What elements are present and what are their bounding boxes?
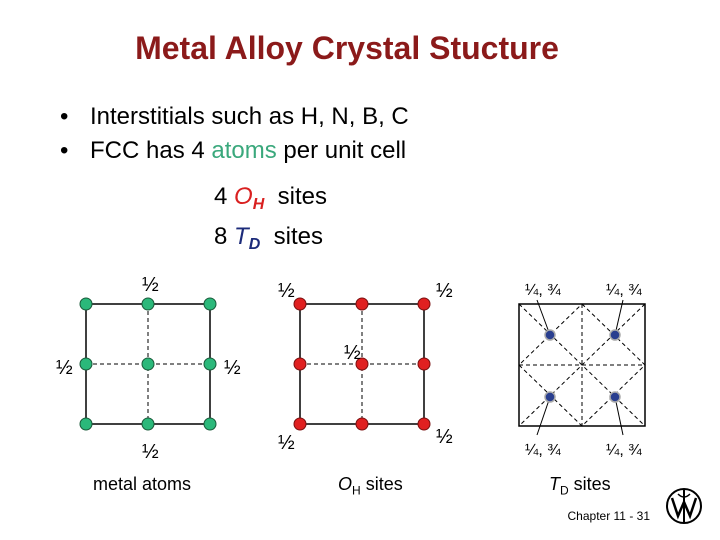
oh-sites-text: sites (277, 183, 327, 210)
caption-oh-symbol: O (338, 474, 353, 494)
university-seal-icon (666, 488, 702, 524)
metal-atoms-diagram: ½ ½ ½ ½ (56, 274, 241, 463)
dashed-diagonal (518, 303, 646, 427)
leader-line (614, 299, 624, 336)
oh-site (417, 417, 431, 431)
oh-site (355, 417, 369, 431)
bullet-text: Interstitials such as H, N, B, C (90, 103, 409, 130)
oh-count-line: 4 OH sites (214, 183, 327, 214)
metal-atom (79, 357, 93, 371)
slide-title: Metal Alloy Crystal Stucture (135, 30, 559, 66)
metal-atom (79, 417, 93, 431)
caption-oh-subscript: H (352, 483, 361, 498)
leader-line (614, 396, 624, 436)
fraction-label: ½ (344, 342, 361, 364)
oh-sites-diagram: ½ ½ ½ ½ ½ (278, 280, 453, 454)
dashed-diamond (518, 303, 646, 427)
td-subscript: D (248, 236, 261, 253)
oh-site (293, 417, 307, 431)
bullet-text: FCC has 4 (90, 137, 212, 164)
metal-atom (203, 357, 217, 371)
oh-site (355, 357, 369, 371)
td-symbol: T (234, 223, 249, 250)
slide-footer: Chapter 11 - 31 (567, 509, 651, 523)
bullet-text-end: per unit cell (276, 137, 407, 164)
fraction-label: ½ (278, 432, 295, 454)
td-fraction-label: ¼, ¾ (525, 442, 561, 459)
oh-site (417, 297, 431, 311)
td-site (609, 391, 621, 403)
metal-atom (141, 297, 155, 311)
fraction-label: ½ (142, 441, 159, 463)
td-sites-diagram: ¼, ¾ ¼, ¾ ¼, ¾ ¼, ¾ (518, 282, 646, 459)
td-fraction-label: ¼, ¾ (525, 282, 561, 299)
td-count: 8 (214, 223, 228, 250)
metal-atom (79, 297, 93, 311)
oh-site (355, 297, 369, 311)
metal-atom (203, 417, 217, 431)
caption-td-subscript: D (560, 483, 569, 498)
bullet-item-fcc: • FCC has 4 atoms per unit cell (60, 134, 409, 168)
caption-td-text: sites (568, 474, 611, 494)
leader-line (536, 299, 551, 336)
leader-line (536, 396, 551, 436)
metal-atom (203, 297, 217, 311)
caption-metal-atoms: metal atoms (93, 474, 192, 494)
bullet-highlight: atoms (211, 137, 277, 164)
oh-site (293, 297, 307, 311)
oh-subscript: H (252, 196, 265, 213)
bullet-list: • Interstitials such as H, N, B, C • FCC… (60, 100, 409, 168)
td-sites-text: sites (273, 223, 323, 250)
oh-count: 4 (214, 183, 228, 210)
td-site (544, 391, 556, 403)
metal-atom (141, 417, 155, 431)
caption-td-sites: TD sites (549, 474, 611, 498)
td-count-line: 8 TD sites (214, 223, 323, 254)
fraction-label: ½ (436, 280, 453, 302)
td-fraction-label: ¼, ¾ (606, 442, 642, 459)
metal-atom (141, 357, 155, 371)
td-site (544, 329, 556, 341)
fraction-label: ½ (142, 274, 159, 296)
oh-site (293, 357, 307, 371)
fraction-label: ½ (224, 357, 241, 379)
oh-symbol: O (234, 183, 253, 210)
td-fraction-label: ¼, ¾ (606, 282, 642, 299)
bullet-marker: • (60, 137, 69, 164)
fraction-label: ½ (436, 426, 453, 448)
fraction-label: ½ (56, 357, 73, 379)
oh-site (417, 357, 431, 371)
caption-td-symbol: T (549, 474, 560, 494)
bullet-item-interstitials: • Interstitials such as H, N, B, C (60, 100, 409, 134)
td-site (609, 329, 621, 341)
caption-oh-sites: OH sites (338, 474, 403, 498)
fraction-label: ½ (278, 280, 295, 302)
caption-oh-text: sites (360, 474, 403, 494)
bullet-marker: • (60, 103, 69, 130)
